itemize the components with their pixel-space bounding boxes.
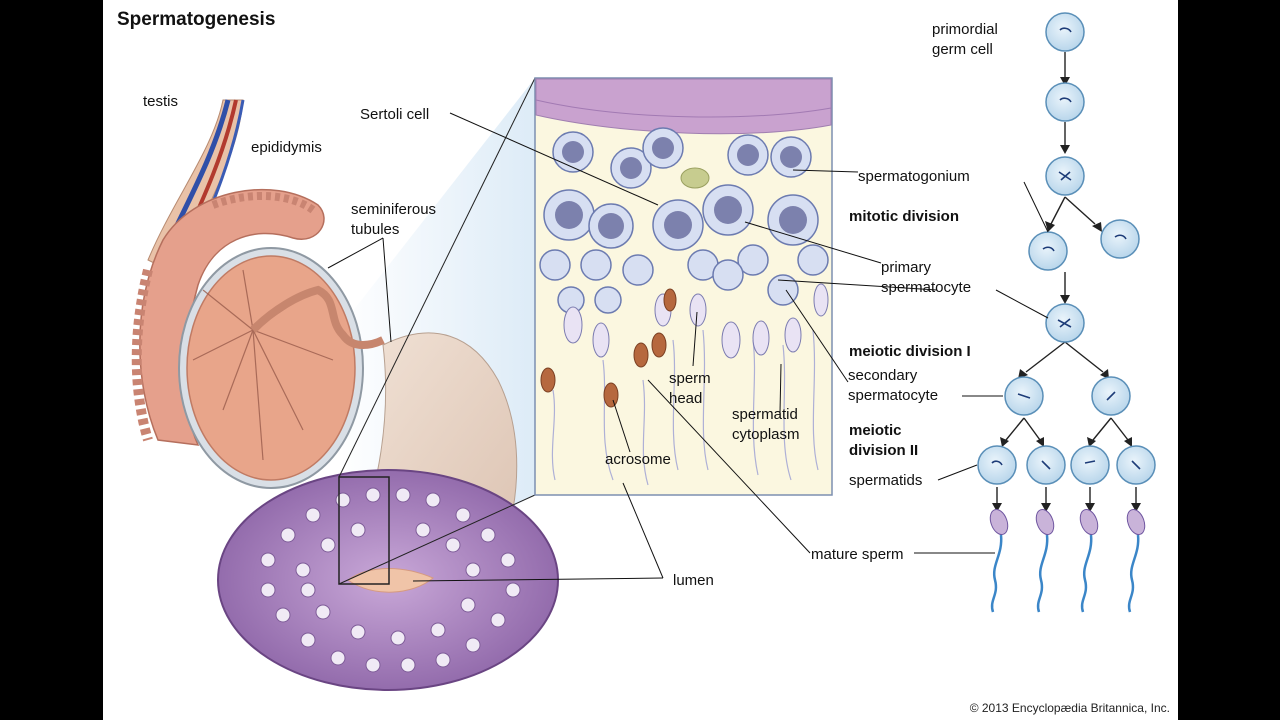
label-spermatid-2: cytoplasm [732,426,800,443]
label-meiotic-division-1: meiotic division I [849,343,971,360]
page-title: Spermatogenesis [117,9,276,30]
label-spermatogonium: spermatogonium [858,168,970,185]
tubule-wall-inset [534,77,833,496]
label-sperm-head-2: head [669,390,703,407]
leader-lines [327,112,1049,582]
label-meiotic-division-2a: meiotic [849,422,902,439]
zoom-box [338,476,390,585]
label-spermatid-1: spermatid [732,406,798,423]
cell-spermatid-3 [1070,445,1110,485]
label-secondary-2: spermatocyte [848,387,939,404]
label-primordial-1: primordial [932,21,998,38]
flow-arrowheads [992,77,1141,512]
cell-gonium-3 [1028,231,1068,271]
label-primary-1: primary [881,259,932,276]
label-epididymis: epididymis [251,139,322,156]
chromosomes [991,27,1141,470]
label-primordial-2: germ cell [932,41,993,58]
label-seminiferous-2: tubules [351,221,400,238]
cell-spermatid-1 [977,445,1017,485]
copyright: © 2013 Encyclopædia Britannica, Inc. [969,701,1170,715]
epididymis [131,188,325,446]
label-sertoli-cell: Sertoli cell [360,106,430,123]
flow-arrows [996,52,1137,506]
label-mitotic-division: mitotic division [849,208,960,225]
label-seminiferous-1: seminiferous [351,201,437,218]
label-spermatids: spermatids [849,472,923,489]
mature-sperm-group [989,508,1146,613]
testis [178,247,385,489]
diagram-canvas: Spermatogenesis testis epididymis semini… [103,0,1178,720]
label-acrosome: acrosome [605,451,671,468]
tubule-cross-section [217,469,559,691]
flow-cells [977,12,1156,485]
label-secondary-1: secondary [848,367,918,384]
label-lumen: lumen [673,572,714,589]
label-primary-2: spermatocyte [881,279,972,296]
label-testis: testis [143,93,179,110]
cell-primordial [1045,12,1085,52]
cell-gonium-1 [1045,82,1085,122]
cell-gonium-4 [1100,219,1140,259]
diagram-artwork [131,12,1156,691]
label-sperm-head-1: sperm [669,370,711,387]
label-meiotic-division-2b: division II [849,442,919,459]
label-mature-sperm: mature sperm [811,546,904,563]
